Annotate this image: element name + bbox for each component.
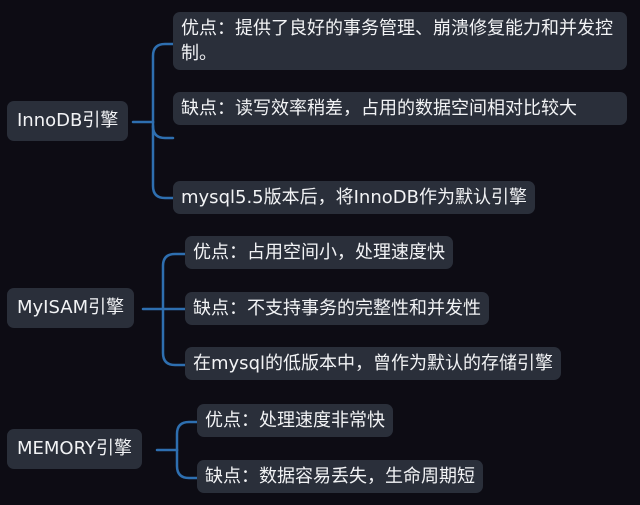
root-node-memory[interactable]: MEMORY引擎 (7, 429, 142, 469)
connector-myisam-to-3 (161, 307, 187, 367)
connector-innodb-to-3 (151, 124, 175, 200)
leaf-memory-pros[interactable]: 优点：处理速度非常快 (197, 404, 393, 437)
root-node-myisam[interactable]: MyISAM引擎 (7, 288, 135, 328)
leaf-myisam-pros[interactable]: 优点：占用空间小，处理速度快 (185, 236, 453, 269)
connector-memory-to-2 (175, 448, 199, 480)
connector-myisam-to-1 (161, 252, 187, 311)
connector-innodb-to-1 (151, 42, 175, 124)
leaf-innodb-cons[interactable]: 缺点：读写效率稍差，占用的数据空间相对比较大 (173, 92, 627, 125)
root-node-innodb[interactable]: InnoDB引擎 (7, 101, 129, 141)
leaf-myisam-cons[interactable]: 缺点：不支持事务的完整性和并发性 (185, 292, 489, 325)
connector-memory-to-1 (175, 420, 199, 452)
leaf-innodb-default[interactable]: mysql5.5版本后，将InnoDB作为默认引擎 (173, 181, 535, 214)
leaf-memory-cons[interactable]: 缺点：数据容易丢失，生命周期短 (197, 460, 483, 493)
connector-innodb-to-2 (151, 120, 175, 140)
leaf-myisam-default-legacy[interactable]: 在mysql的低版本中，曾作为默认的存储引擎 (185, 347, 561, 380)
leaf-innodb-pros[interactable]: 优点：提供了良好的事务管理、崩溃修复能力和并发控制。 (173, 12, 627, 70)
